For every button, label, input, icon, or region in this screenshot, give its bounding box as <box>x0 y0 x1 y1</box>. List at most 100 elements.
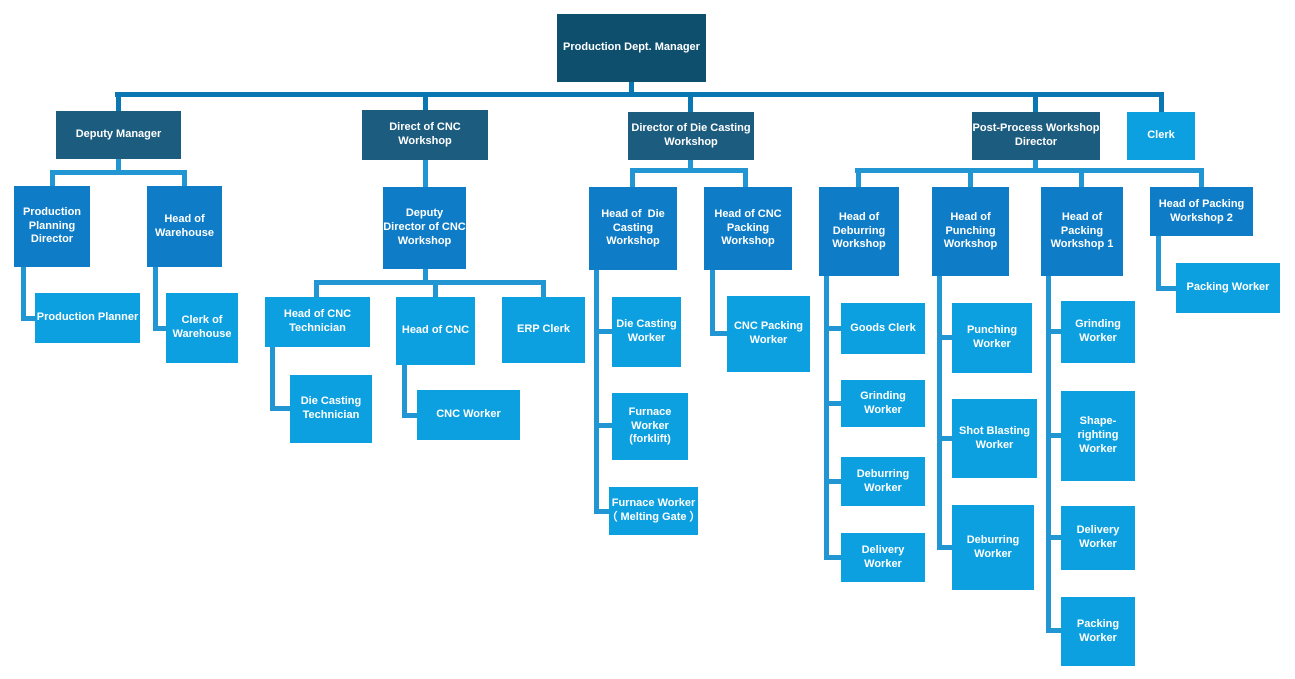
org-node-head-of-warehouse[interactable]: Head of Warehouse <box>147 186 222 267</box>
org-node-label: Post-Process Workshop Director <box>972 122 1100 148</box>
org-node-label: Grinding Worker <box>1075 318 1121 344</box>
org-node-head-of-cnc-technician[interactable]: Head of CNC Technician <box>265 297 370 347</box>
org-node-die-casting-technician[interactable]: Die Casting Technician <box>290 375 372 443</box>
org-node-deputy-director-of-cnc-workshop[interactable]: Deputy Director of CNC Workshop <box>383 187 466 269</box>
connector-line <box>968 173 973 187</box>
connector-line <box>824 555 841 560</box>
org-node-head-of-deburring-workshop[interactable]: Head of Deburring Workshop <box>819 187 899 276</box>
org-node-label: CNC Packing Worker <box>733 320 804 346</box>
connector-line <box>710 331 727 336</box>
connector-line <box>423 269 428 282</box>
org-node-label: Shape- righting Worker <box>1077 415 1119 455</box>
org-node-label: Punching Worker <box>966 324 1018 350</box>
org-node-label: Delivery Worker <box>861 543 905 570</box>
connector-line <box>423 97 428 110</box>
org-node-punching-worker[interactable]: Punching Worker <box>952 303 1032 373</box>
org-node-label: Die Casting Technician <box>300 395 362 421</box>
org-node-clerk[interactable]: Clerk <box>1127 112 1195 160</box>
connector-line <box>50 175 55 186</box>
org-node-label: Deburring Worker <box>966 533 1020 560</box>
connector-line <box>937 335 952 340</box>
org-node-label: Head of Packing Workshop 1 <box>1050 210 1114 251</box>
org-node-label: Packing Worker <box>1076 617 1120 644</box>
connector-line <box>688 97 693 112</box>
org-node-label: Grinding Worker <box>860 389 906 416</box>
org-node-label: Delivery Worker <box>1076 524 1120 550</box>
connector-line <box>116 97 121 111</box>
org-node-label: Deputy Director of CNC Workshop <box>383 207 466 247</box>
org-node-grinding-worker-1[interactable]: Grinding Worker <box>841 380 925 427</box>
connector-line <box>688 160 693 170</box>
org-node-label: Head of Packing Workshop 2 <box>1158 197 1245 224</box>
connector-line <box>50 170 187 175</box>
connector-line <box>594 270 599 514</box>
org-node-label: Clerk of Warehouse <box>172 314 232 340</box>
org-node-production-dept-manager[interactable]: Production Dept. Manager <box>557 14 706 82</box>
org-node-deputy-manager[interactable]: Deputy Manager <box>56 111 181 159</box>
org-node-furnace-worker-melting-gate[interactable]: Furnace Worker （ Melting Gate ） <box>609 487 698 535</box>
org-node-packing-worker-2[interactable]: Packing Worker <box>1176 263 1280 313</box>
connector-line <box>824 326 841 331</box>
org-node-deburring-worker-2[interactable]: Deburring Worker <box>952 505 1034 590</box>
connector-line <box>594 509 612 514</box>
connector-line <box>21 267 26 321</box>
org-node-label: Shot Blasting Worker <box>959 424 1030 451</box>
org-node-label: Head of Warehouse <box>155 212 214 239</box>
org-node-erp-clerk[interactable]: ERP Clerk <box>502 297 585 363</box>
org-node-head-of-cnc[interactable]: Head of CNC <box>396 297 475 365</box>
connector-line <box>856 173 861 187</box>
connector-line <box>1046 628 1061 633</box>
org-node-shape-righting-worker[interactable]: Shape- righting Worker <box>1061 391 1135 481</box>
connector-line <box>1033 97 1038 112</box>
org-node-post-process-workshop-director[interactable]: Post-Process Workshop Director <box>972 112 1100 160</box>
connector-line <box>710 270 715 336</box>
connector-line <box>314 285 319 297</box>
connector-line <box>402 413 417 418</box>
connector-line <box>937 436 952 441</box>
org-node-direct-of-cnc-workshop[interactable]: Direct of CNC Workshop <box>362 110 488 160</box>
org-node-head-of-cnc-packing-workshop[interactable]: Head of CNC Packing Workshop <box>704 187 792 270</box>
connector-line <box>1079 173 1084 187</box>
org-node-label: Goods Clerk <box>850 321 916 334</box>
org-node-cnc-worker[interactable]: CNC Worker <box>417 390 520 440</box>
connector-line <box>1046 535 1061 540</box>
org-node-cnc-packing-worker[interactable]: CNC Packing Worker <box>727 296 810 372</box>
connector-line <box>630 173 635 187</box>
org-node-label: Deburring Worker <box>856 467 910 494</box>
org-node-director-of-die-casting-workshop[interactable]: Director of Die Casting Workshop <box>628 112 754 160</box>
connector-line <box>630 168 748 173</box>
connector-line <box>1199 173 1204 187</box>
org-node-clerk-of-warehouse[interactable]: Clerk of Warehouse <box>166 293 238 363</box>
org-node-goods-clerk[interactable]: Goods Clerk <box>841 303 925 354</box>
org-node-packing-worker-1[interactable]: Packing Worker <box>1061 597 1135 666</box>
org-node-label: ERP Clerk <box>517 323 570 336</box>
org-node-head-of-punching-workshop[interactable]: Head of Punching Workshop <box>932 187 1009 276</box>
org-node-delivery-worker-2[interactable]: Delivery Worker <box>1061 506 1135 570</box>
org-node-grinding-worker-2[interactable]: Grinding Worker <box>1061 301 1135 363</box>
org-node-label: Packing Worker <box>1186 281 1270 294</box>
org-node-label: Head of CNC Packing Workshop <box>714 207 782 248</box>
org-node-production-planning-director[interactable]: Production Planning Director <box>14 186 90 267</box>
connector-line <box>594 423 612 428</box>
connector-line <box>541 285 546 297</box>
org-node-die-casting-worker[interactable]: Die Casting Worker <box>612 297 681 367</box>
connector-line <box>855 168 1204 173</box>
connector-line <box>629 82 634 92</box>
org-node-head-of-die-casting-workshop[interactable]: Head of Die Casting Workshop <box>589 187 677 270</box>
connector-line <box>116 159 121 172</box>
connector-line <box>1033 160 1038 173</box>
org-node-label: Direct of CNC Workshop <box>389 121 461 147</box>
org-node-head-of-packing-workshop-1[interactable]: Head of Packing Workshop 1 <box>1041 187 1123 276</box>
org-node-furnace-worker-forklift[interactable]: Furnace Worker (forklift) <box>612 393 688 460</box>
org-node-deburring-worker-1[interactable]: Deburring Worker <box>841 457 925 506</box>
org-node-label: CNC Worker <box>436 408 501 421</box>
org-node-production-planner[interactable]: Production Planner <box>35 293 140 343</box>
connector-line <box>937 545 952 550</box>
org-node-delivery-worker-1[interactable]: Delivery Worker <box>841 533 925 582</box>
org-node-head-of-packing-workshop-2[interactable]: Head of Packing Workshop 2 <box>1150 187 1253 236</box>
connector-line <box>937 276 942 550</box>
org-node-label: Head of CNC Technician <box>283 308 352 334</box>
org-node-label: Die Casting Worker <box>616 318 677 344</box>
org-node-shot-blasting-worker[interactable]: Shot Blasting Worker <box>952 399 1037 478</box>
